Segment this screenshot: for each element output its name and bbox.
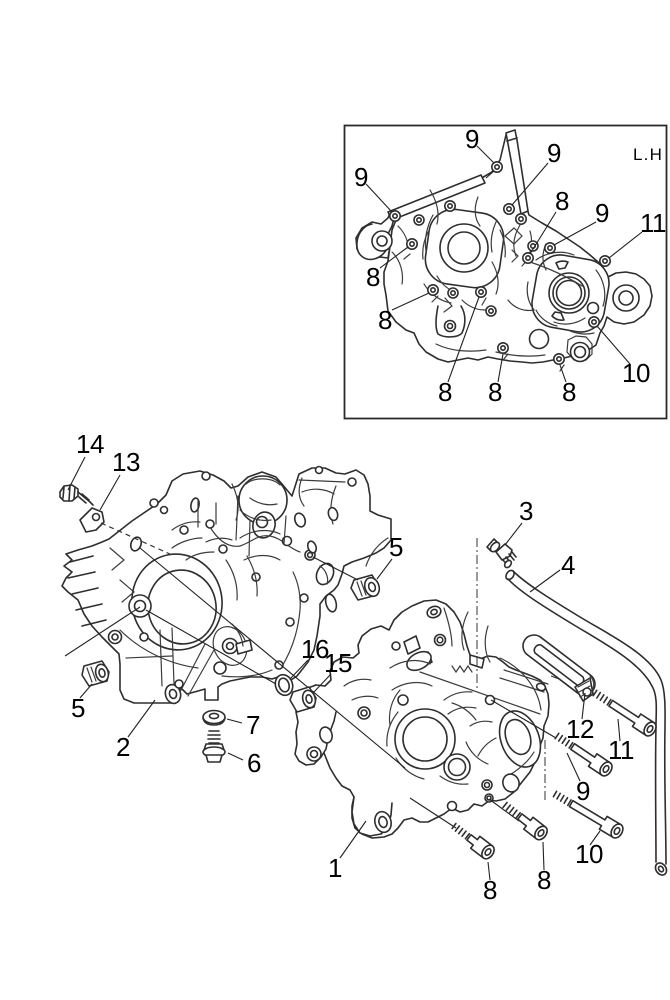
- svg-text:3: 3: [519, 496, 533, 526]
- svg-text:L.H: L.H: [633, 145, 663, 164]
- svg-text:16: 16: [301, 634, 329, 664]
- svg-text:9: 9: [576, 776, 590, 806]
- svg-text:8: 8: [483, 875, 497, 905]
- svg-text:8: 8: [366, 262, 380, 292]
- svg-text:11: 11: [608, 735, 634, 765]
- svg-text:8: 8: [555, 186, 569, 216]
- svg-text:14: 14: [76, 429, 104, 459]
- svg-text:9: 9: [595, 198, 609, 228]
- svg-text:5: 5: [389, 532, 403, 562]
- svg-text:5: 5: [71, 693, 85, 723]
- svg-text:9: 9: [547, 138, 561, 168]
- svg-text:13: 13: [112, 447, 140, 477]
- svg-text:8: 8: [537, 865, 551, 895]
- svg-text:12: 12: [566, 714, 594, 744]
- svg-text:10: 10: [575, 839, 603, 869]
- svg-text:7: 7: [246, 710, 260, 740]
- svg-text:8: 8: [488, 377, 502, 407]
- svg-text:8: 8: [438, 377, 452, 407]
- svg-text:2: 2: [116, 732, 130, 762]
- svg-text:9: 9: [465, 124, 479, 154]
- svg-text:8: 8: [378, 305, 392, 335]
- svg-text:10: 10: [622, 358, 650, 388]
- svg-text:11: 11: [640, 208, 666, 238]
- svg-text:1: 1: [328, 853, 342, 883]
- svg-text:9: 9: [354, 162, 368, 192]
- svg-text:15: 15: [324, 648, 352, 678]
- svg-text:4: 4: [561, 550, 575, 580]
- svg-text:6: 6: [247, 748, 261, 778]
- svg-text:8: 8: [562, 377, 576, 407]
